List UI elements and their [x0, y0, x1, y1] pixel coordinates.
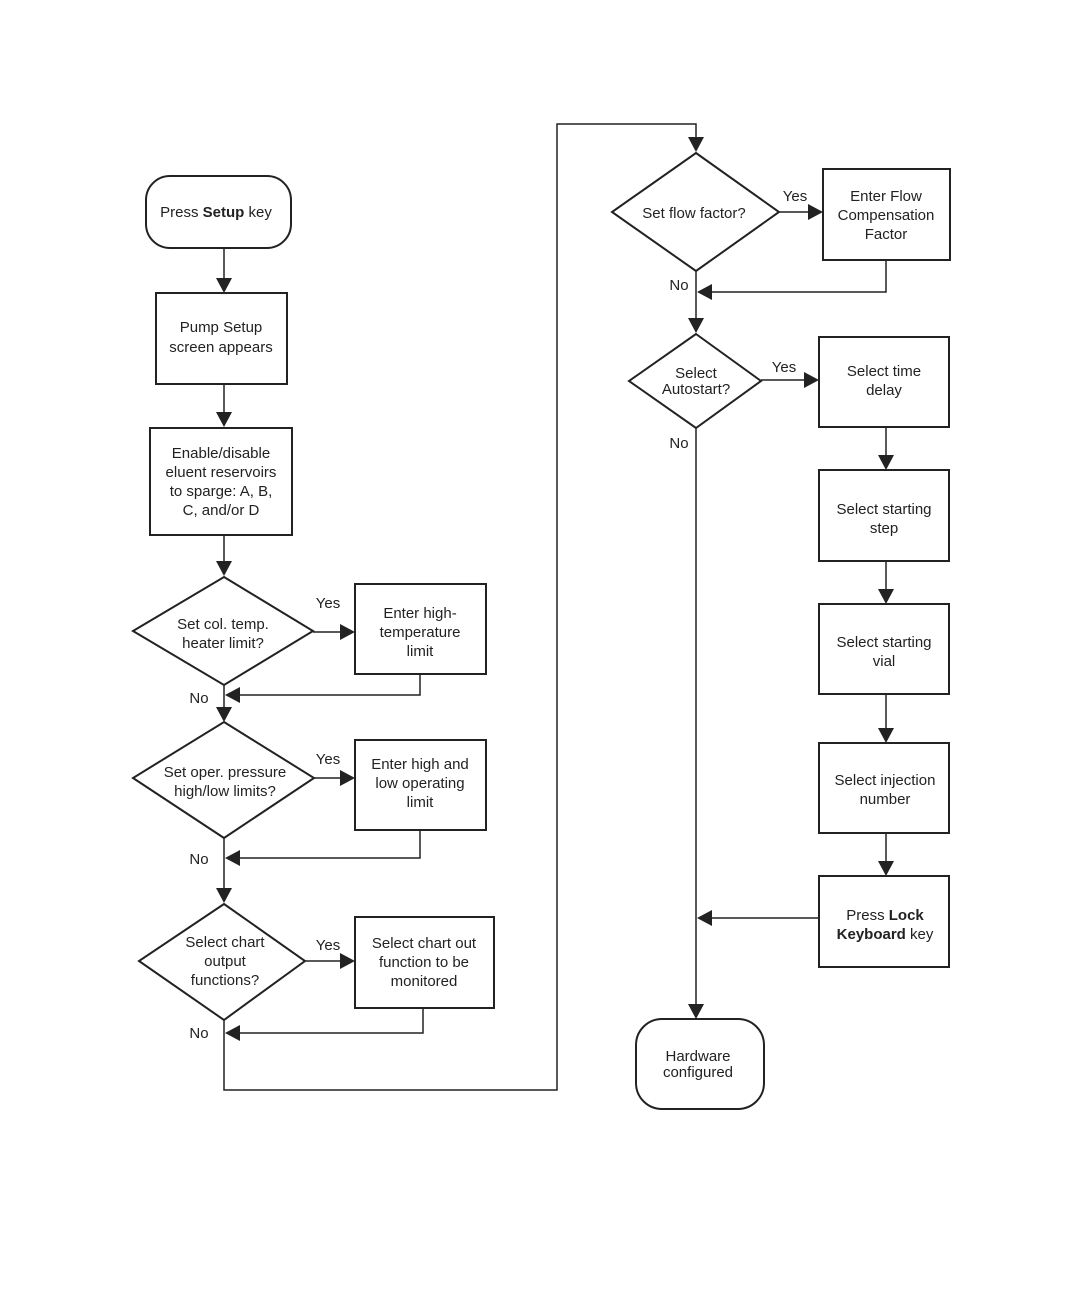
injection-number-box: Select injection number: [818, 742, 950, 834]
svg-text:Select chart: Select chart: [185, 934, 265, 951]
svg-text:Press Lock: Press Lock: [846, 907, 924, 924]
svg-text:high/low limits?: high/low limits?: [174, 783, 276, 800]
svg-text:Set oper. pressure: Set oper. pressure: [164, 764, 287, 781]
svg-text:Keyboard key: Keyboard key: [837, 926, 934, 943]
decision-flow-factor: Set flow factor?: [610, 151, 781, 273]
svg-text:step: step: [870, 520, 898, 537]
label-yes: Yes: [316, 937, 340, 954]
svg-text:Set flow factor?: Set flow factor?: [642, 205, 745, 222]
svg-text:configured: configured: [663, 1064, 733, 1081]
svg-text:Set col. temp.: Set col. temp.: [177, 616, 269, 633]
svg-text:Select starting: Select starting: [836, 634, 931, 651]
svg-text:output: output: [204, 953, 247, 970]
svg-text:Select chart out: Select chart out: [372, 935, 477, 952]
svg-text:functions?: functions?: [191, 972, 259, 989]
svg-text:temperature: temperature: [380, 624, 461, 641]
select-chart-out-box: Select chart out function to be monitore…: [354, 916, 495, 1009]
svg-text:to sparge: A, B,: to sparge: A, B,: [170, 483, 273, 500]
svg-text:Select: Select: [675, 365, 718, 382]
svg-text:C, and/or D: C, and/or D: [183, 502, 260, 519]
enter-high-temp-box: Enter high- temperature limit: [354, 583, 487, 675]
time-delay-box: Select time delay: [818, 336, 950, 428]
svg-text:monitored: monitored: [391, 973, 458, 990]
decision-autostart: Select Autostart?: [627, 332, 763, 430]
svg-text:Pump Setup: Pump Setup: [180, 319, 263, 336]
svg-text:vial: vial: [873, 653, 896, 670]
svg-text:delay: delay: [866, 382, 902, 399]
label-yes: Yes: [316, 751, 340, 768]
svg-text:Factor: Factor: [865, 226, 908, 243]
svg-text:low operating: low operating: [375, 775, 464, 792]
svg-text:Press Setup key: Press Setup key: [160, 204, 272, 221]
pump-setup-box: Pump Setup screen appears: [155, 292, 288, 385]
decision-col-temp: Set col. temp. heater limit?: [131, 575, 315, 687]
label-yes: Yes: [316, 595, 340, 612]
svg-text:limit: limit: [407, 643, 434, 660]
svg-text:Compensation: Compensation: [838, 207, 935, 224]
enter-flow-box: Enter Flow Compensation Factor: [822, 168, 951, 261]
svg-text:Enter Flow: Enter Flow: [850, 188, 922, 205]
svg-text:Autostart?: Autostart?: [662, 381, 730, 398]
enter-pressure-box: Enter high and low operating limit: [354, 739, 487, 831]
svg-text:Enter high-: Enter high-: [383, 605, 456, 622]
svg-text:eluent reservoirs: eluent reservoirs: [166, 464, 277, 481]
label-yes: Yes: [772, 359, 796, 376]
start-terminal: Press Setup key: [145, 175, 292, 249]
svg-text:Hardware: Hardware: [665, 1048, 730, 1065]
decision-chart-output: Select chart output functions?: [137, 902, 307, 1022]
end-terminal: Hardware configured: [635, 1018, 765, 1110]
label-no: No: [189, 1025, 208, 1042]
label-no: No: [189, 851, 208, 868]
label-yes: Yes: [783, 188, 807, 205]
svg-text:number: number: [860, 791, 911, 808]
label-no: No: [669, 277, 688, 294]
starting-vial-box: Select starting vial: [818, 603, 950, 695]
svg-text:screen appears: screen appears: [169, 339, 272, 356]
svg-text:limit: limit: [407, 794, 434, 811]
svg-text:Select time: Select time: [847, 363, 921, 380]
svg-text:Enter high and: Enter high and: [371, 756, 469, 773]
lock-keyboard-box: Press Lock Keyboard key: [818, 875, 950, 968]
svg-text:Select starting: Select starting: [836, 501, 931, 518]
decision-pressure: Set oper. pressure high/low limits?: [131, 720, 316, 840]
svg-text:Select injection: Select injection: [835, 772, 936, 789]
svg-text:Enable/disable: Enable/disable: [172, 445, 270, 462]
starting-step-box: Select starting step: [818, 469, 950, 562]
label-no: No: [669, 435, 688, 452]
svg-text:heater limit?: heater limit?: [182, 635, 264, 652]
label-no: No: [189, 690, 208, 707]
svg-text:function to be: function to be: [379, 954, 469, 971]
reservoirs-box: Enable/disable eluent reservoirs to spar…: [149, 427, 293, 536]
